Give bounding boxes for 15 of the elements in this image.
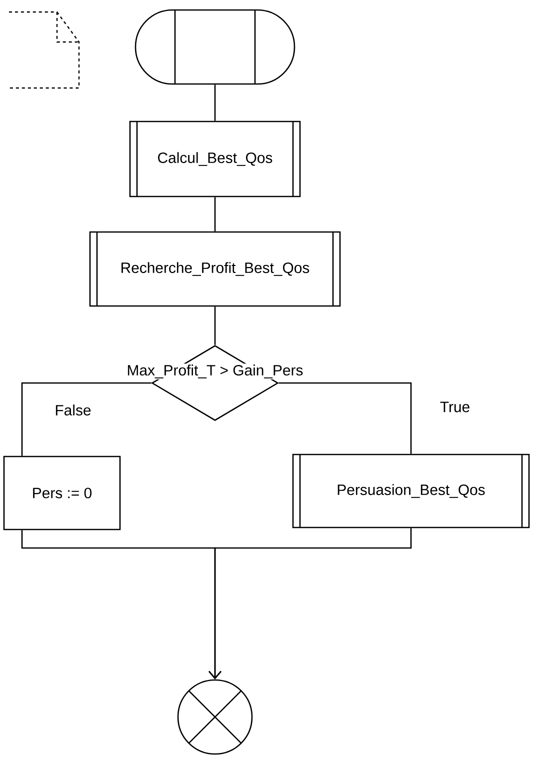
process-box: Persuasion_Best_Qos: [292, 454, 530, 528]
edge-label: True: [438, 400, 472, 414]
connector: [214, 306, 216, 345]
process-box: Recherche_Profit_Best_Qos: [89, 231, 341, 307]
connector: [21, 382, 152, 456]
connector: [214, 197, 216, 232]
connector: [278, 382, 412, 454]
terminator-shape: [134, 9, 296, 85]
document-shape: [8, 11, 80, 89]
assignment-box: Pers := 0: [3, 456, 121, 530]
edge-label: False: [54, 404, 92, 416]
connector: [214, 84, 216, 121]
end-circle: [177, 679, 253, 755]
connector: [208, 528, 412, 680]
process-box: Calcul_Best_Qos: [129, 120, 301, 198]
